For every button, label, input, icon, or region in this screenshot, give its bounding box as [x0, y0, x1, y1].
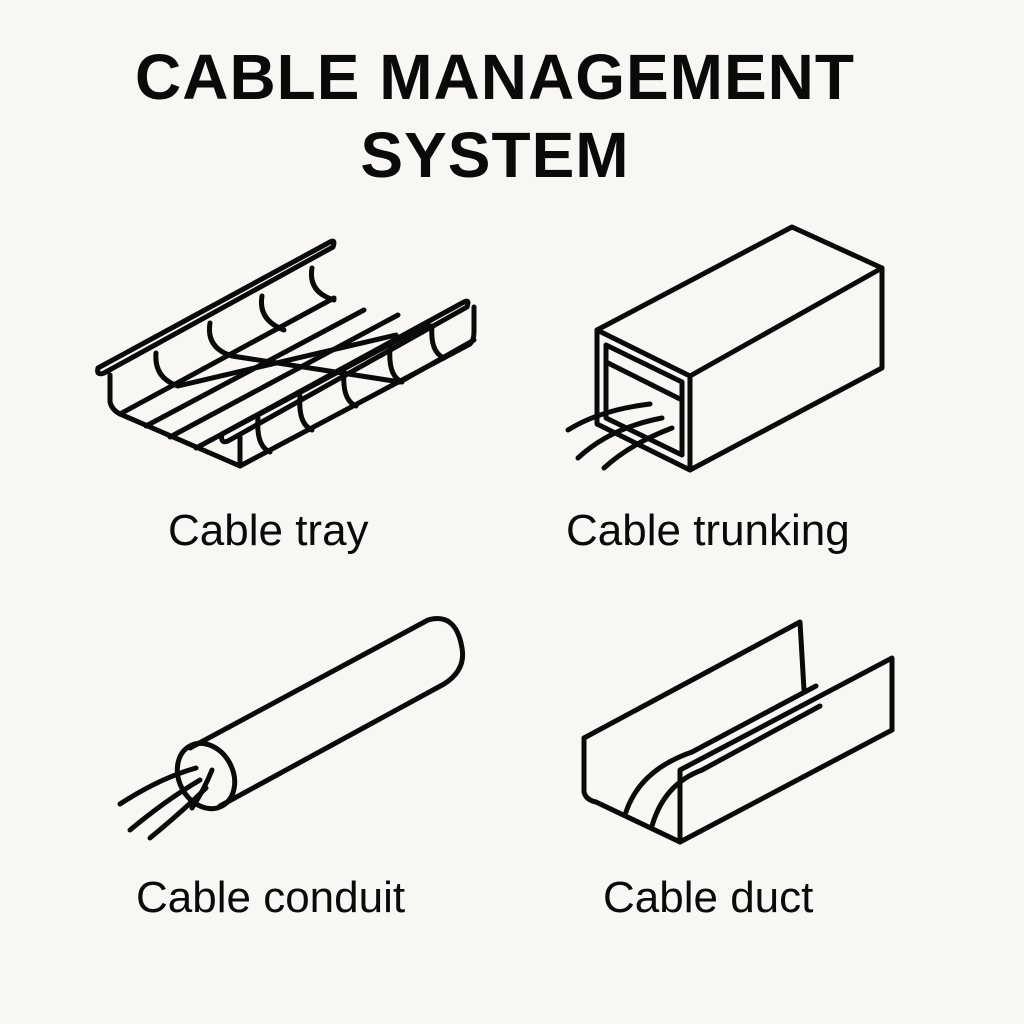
cable-trunking-icon — [565, 224, 885, 473]
cable-duct-icon — [581, 619, 895, 845]
label-cable-duct: Cable duct — [603, 873, 814, 922]
cable-tray-icon — [95, 238, 477, 469]
label-cable-trunking: Cable trunking — [566, 506, 850, 555]
title-line-2: SYSTEM — [360, 119, 630, 191]
label-cable-conduit: Cable conduit — [136, 873, 406, 922]
label-cable-tray: Cable tray — [168, 506, 369, 555]
title-line-1: CABLE MANAGEMENT — [135, 41, 855, 113]
cable-conduit-icon — [117, 616, 466, 841]
page-title: CABLE MANAGEMENT SYSTEM — [0, 38, 990, 194]
